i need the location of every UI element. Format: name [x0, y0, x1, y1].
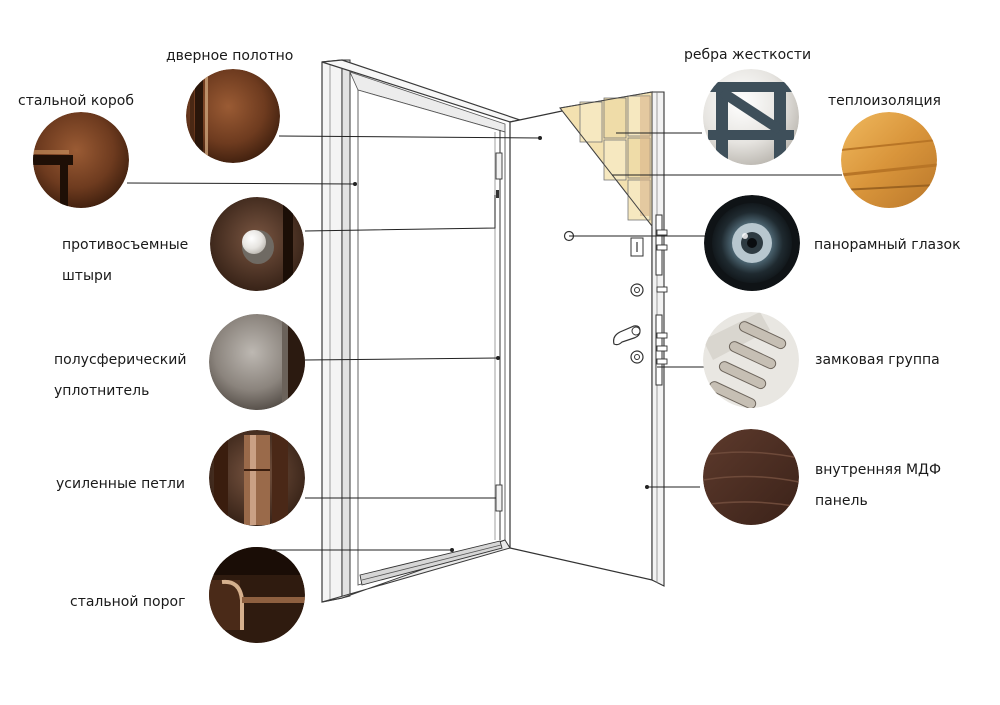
steel-frame-photo — [33, 112, 129, 215]
inner-mdf-panel-photo — [703, 429, 799, 525]
label-lock-group: замковая группа — [815, 352, 940, 369]
label-anti-removal-pins-line1: противосъемные — [62, 230, 188, 261]
label-thermal-insulation-text: теплоизоляция — [828, 93, 941, 110]
label-steel-frame-text: стальной короб — [18, 93, 134, 110]
label-inner-mdf-panel: внутренняя МДФ панель — [815, 455, 941, 517]
label-steel-threshold-text: стальной порог — [70, 594, 185, 611]
stiffening-ribs-photo — [703, 69, 799, 165]
label-semi-spherical-seal: полусферический уплотнитель — [54, 345, 186, 407]
label-anti-removal-pins: противосъемные штыри — [62, 230, 188, 292]
label-semi-spherical-seal-line2: уплотнитель — [54, 376, 186, 407]
label-panoramic-peephole: панорамный глазок — [814, 237, 961, 254]
thermal-insulation-photo — [841, 112, 937, 208]
lock-group-photo — [703, 312, 799, 410]
label-anti-removal-pins-line2: штыри — [62, 261, 188, 292]
label-thermal-insulation: теплоизоляция — [828, 93, 941, 110]
label-reinforced-hinges-text: усиленные петли — [56, 476, 185, 493]
label-stiffening-ribs-text: ребра жесткости — [684, 47, 811, 64]
semi-spherical-seal-photo — [209, 314, 306, 414]
label-door-leaf: дверное полотно — [166, 48, 293, 65]
label-reinforced-hinges: усиленные петли — [56, 476, 185, 493]
door-leaf-photo — [186, 69, 280, 169]
steel-threshold-photo — [209, 547, 309, 643]
label-inner-mdf-panel-line1: внутренняя МДФ — [815, 455, 941, 486]
label-steel-threshold: стальной порог — [70, 594, 185, 611]
door-frame — [322, 60, 520, 602]
label-panoramic-peephole-text: панорамный глазок — [814, 237, 961, 254]
label-stiffening-ribs: ребра жесткости — [684, 47, 811, 64]
label-inner-mdf-panel-line2: панель — [815, 486, 941, 517]
panoramic-peephole-photo — [704, 195, 800, 291]
label-steel-frame: стальной короб — [18, 93, 134, 110]
label-semi-spherical-seal-line1: полусферический — [54, 345, 186, 376]
anti-removal-pins-photo — [210, 197, 304, 297]
label-lock-group-text: замковая группа — [815, 352, 940, 369]
label-door-leaf-text: дверное полотно — [166, 48, 293, 65]
reinforced-hinges-photo — [209, 430, 305, 530]
